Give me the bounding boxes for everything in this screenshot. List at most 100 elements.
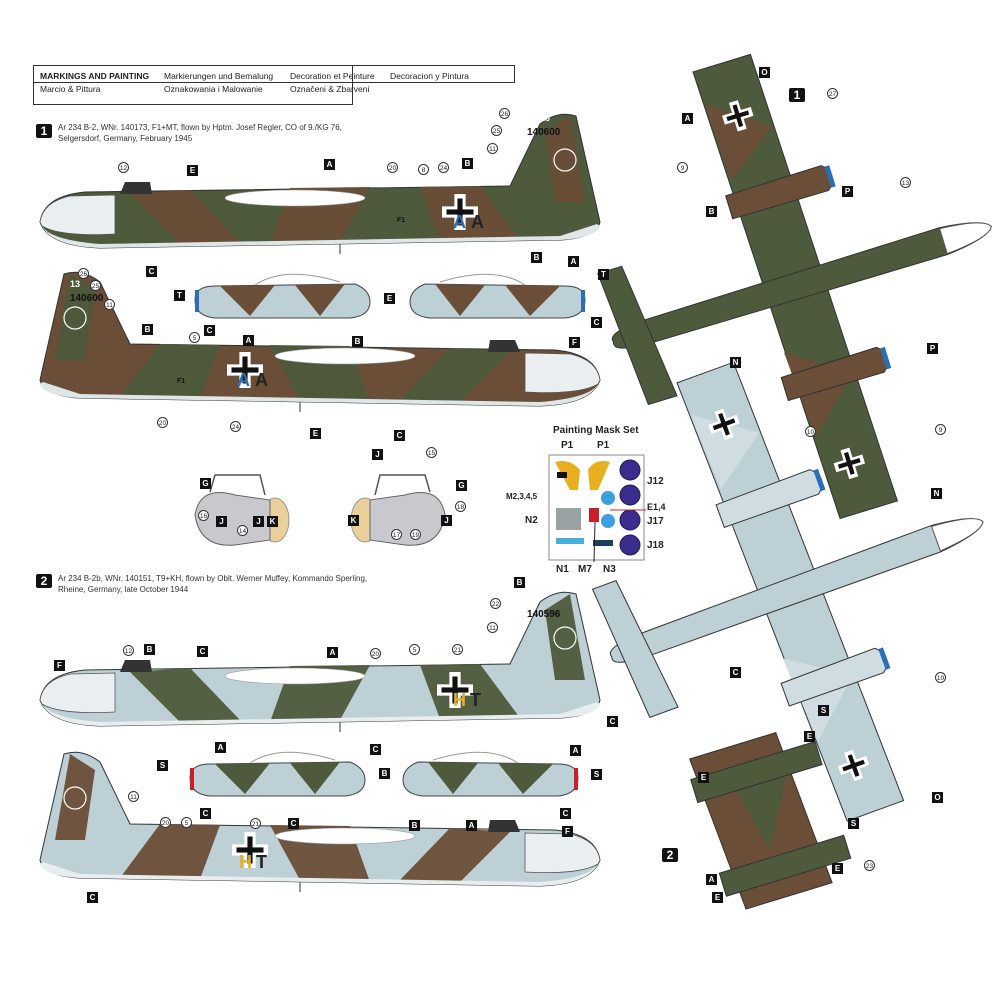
callout-number: 18 — [455, 501, 466, 512]
callout-number: 10 — [935, 672, 946, 683]
fuselage-letter-1b: A — [255, 370, 268, 390]
callout-letter: G — [200, 478, 211, 489]
engine-nacelle — [409, 283, 586, 319]
callout-letter: K — [267, 516, 278, 527]
callout-number: 21 — [452, 644, 463, 655]
fuselage-letter-2-yellow: H — [453, 690, 466, 710]
balkenkreuz-marking — [437, 672, 473, 708]
wing-root — [274, 827, 416, 845]
camouflage-pattern — [55, 274, 510, 402]
callout-number: 9 — [935, 424, 946, 435]
engine — [718, 834, 852, 897]
callout-letter: N — [931, 488, 942, 499]
callout-letter: S — [157, 760, 168, 771]
intake-mask — [601, 514, 615, 528]
mask-label-m7: M7 — [578, 564, 592, 575]
callout-number: 20 — [370, 648, 381, 659]
callout-letter: A — [466, 820, 477, 831]
callout-number: 11 — [487, 143, 498, 154]
scheme-2-caption: Ar 234 B-2b, WNr. 140151, T9+KH, flown b… — [58, 573, 367, 595]
mask-piece — [589, 508, 599, 522]
callout-letter: A — [324, 159, 335, 170]
callout-letter: S — [848, 818, 859, 829]
callout-letter: B — [352, 336, 363, 347]
callout-number: 10 — [805, 426, 816, 437]
callout-letter: C — [560, 808, 571, 819]
werknummer-2: 140596 — [527, 609, 561, 620]
callout-number: 21 — [250, 818, 261, 829]
callout-number: 11 — [104, 299, 115, 310]
callout-letter: E — [187, 165, 198, 176]
mask-label-e14: E1,4 — [647, 502, 666, 512]
callout-letter: C — [200, 808, 211, 819]
topview-1 — [597, 53, 992, 520]
callout-letter: S — [818, 705, 829, 716]
engine-nacelle — [402, 761, 579, 797]
callout-number: 26 — [499, 108, 510, 119]
mask-sheet-art — [548, 454, 646, 563]
callout-number: 12 — [123, 645, 134, 656]
callout-letter: F — [562, 826, 573, 837]
callout-letter: F — [569, 337, 580, 348]
callout-number: 20 — [160, 817, 171, 828]
callout-number: 11 — [487, 622, 498, 633]
callout-letter: B — [462, 158, 473, 169]
callout-letter: J — [253, 516, 264, 527]
header-translation: Marcio & Pittura — [40, 84, 101, 94]
engine-1-left — [194, 273, 371, 319]
callout-number: 11 — [128, 791, 139, 802]
callout-number: 5 — [409, 644, 420, 655]
tailplane — [597, 265, 678, 406]
callout-letter: C — [591, 317, 602, 328]
callout-letter: A — [706, 874, 717, 885]
callout-letter: K — [348, 515, 359, 526]
scheme-1-caption-line1: Ar 234 B-2, WNr. 140173, F1+MT, flown by… — [58, 123, 342, 132]
mask-label-n1: N1 — [556, 564, 569, 575]
scheme-1-topview-badge: 1 — [789, 88, 805, 102]
callout-letter: E — [804, 731, 815, 742]
callout-number: 8 — [418, 164, 429, 175]
engine-nacelle — [189, 761, 366, 797]
callout-letter: F — [54, 660, 65, 671]
mask-label-n3: N3 — [603, 564, 616, 575]
fuselage-code-1b: F1 — [177, 378, 186, 385]
callout-letter: T — [598, 269, 609, 280]
leader-line — [593, 521, 596, 563]
callout-letter: A — [215, 742, 226, 753]
callout-letter: T — [174, 290, 185, 301]
wing-outline — [254, 273, 341, 286]
callout-letter: C — [730, 667, 741, 678]
callout-letter: A — [327, 647, 338, 658]
mask-piece — [556, 538, 584, 544]
intake-ring — [878, 647, 891, 670]
intake-ring — [813, 468, 826, 492]
fuselage-letter-1-blue: A — [453, 212, 466, 232]
callout-letter: O — [932, 792, 943, 803]
tailplane — [591, 580, 679, 718]
engine-2-right — [402, 751, 579, 797]
intake-ring — [574, 768, 578, 790]
cross-black — [847, 754, 860, 777]
camouflage-pattern — [55, 754, 510, 882]
glazed-nose — [39, 194, 116, 236]
callout-letter: B — [142, 324, 153, 335]
intake-ring — [195, 290, 199, 312]
cross-black — [718, 412, 730, 436]
profile-2-port — [39, 591, 601, 732]
wing-cross — [833, 447, 866, 480]
wing-outline — [439, 273, 526, 286]
callout-letter: J — [441, 515, 452, 526]
fuselage-letter-2b-yellow: H — [239, 852, 252, 872]
callout-number: 22 — [490, 598, 501, 609]
callout-letter: C — [197, 646, 208, 657]
scheme-2-caption-line2: Rheine, Germany, late October 1944 — [58, 585, 189, 594]
mask-label-m2345: M2,3,4,5 — [506, 492, 538, 501]
callout-letter: E — [310, 428, 321, 439]
wing-camouflage — [690, 415, 853, 742]
mask-label-p1: P1 — [561, 440, 574, 451]
engine-2-left — [189, 751, 366, 797]
callout-letter: C — [146, 266, 157, 277]
callout-letter: E — [832, 863, 843, 874]
engine-camouflage — [220, 284, 345, 316]
callout-number: 25 — [491, 125, 502, 136]
